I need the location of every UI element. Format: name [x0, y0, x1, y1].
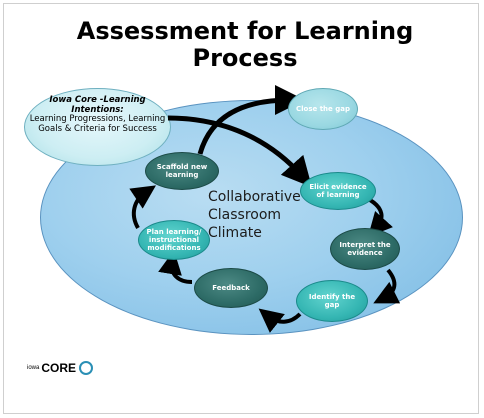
step-identify-label: Identify the gap	[308, 293, 356, 309]
arrow-plan-to-scaffold	[129, 185, 156, 229]
arrow-elicit-to-interpret	[367, 198, 393, 237]
step-plan-learning: Plan learning/ instructional modificatio…	[138, 220, 210, 260]
step-feedback: Feedback	[194, 268, 268, 308]
learning-intentions-heading: Iowa Core -Learning Intentions:	[49, 95, 146, 115]
learning-intentions-body: Learning Progressions, Learning Goals & …	[29, 114, 166, 134]
step-scaffold-label: Scaffold new learning	[156, 163, 208, 179]
arrow-feedback-to-plan	[158, 250, 193, 284]
step-close-the-gap: Close the gap	[288, 88, 358, 130]
step-elicit-label: Elicit evidence of learning	[309, 183, 367, 199]
logo-prefix: iowa	[27, 365, 40, 371]
arrow-identify-to-feedback	[258, 308, 302, 333]
step-close-label: Close the gap	[296, 105, 350, 113]
step-elicit-evidence: Elicit evidence of learning	[300, 172, 376, 210]
arrow-interpret-to-identify	[373, 268, 401, 304]
arrow-scaffold-to-close	[197, 85, 305, 155]
page-title: Assessment for Learning Process	[76, 17, 414, 72]
logo-word: CORE	[41, 361, 77, 375]
step-feedback-label: Feedback	[212, 284, 250, 292]
center-label: Collaborative Classroom Climate	[208, 189, 301, 241]
logo-ring-icon	[79, 361, 94, 375]
step-interpret-evidence: Interpret the evidence	[330, 228, 400, 270]
learning-intentions-bubble: Iowa Core -Learning Intentions: Learning…	[24, 88, 171, 166]
iowa-core-logo: iowa CORE	[27, 360, 94, 376]
arrow-intentions-to-elicit	[167, 115, 312, 188]
step-identify-the-gap: Identify the gap	[296, 280, 368, 322]
step-scaffold-new-learning: Scaffold new learning	[145, 152, 219, 190]
step-plan-label: Plan learning/ instructional modificatio…	[146, 228, 202, 252]
step-interpret-label: Interpret the evidence	[339, 241, 391, 257]
